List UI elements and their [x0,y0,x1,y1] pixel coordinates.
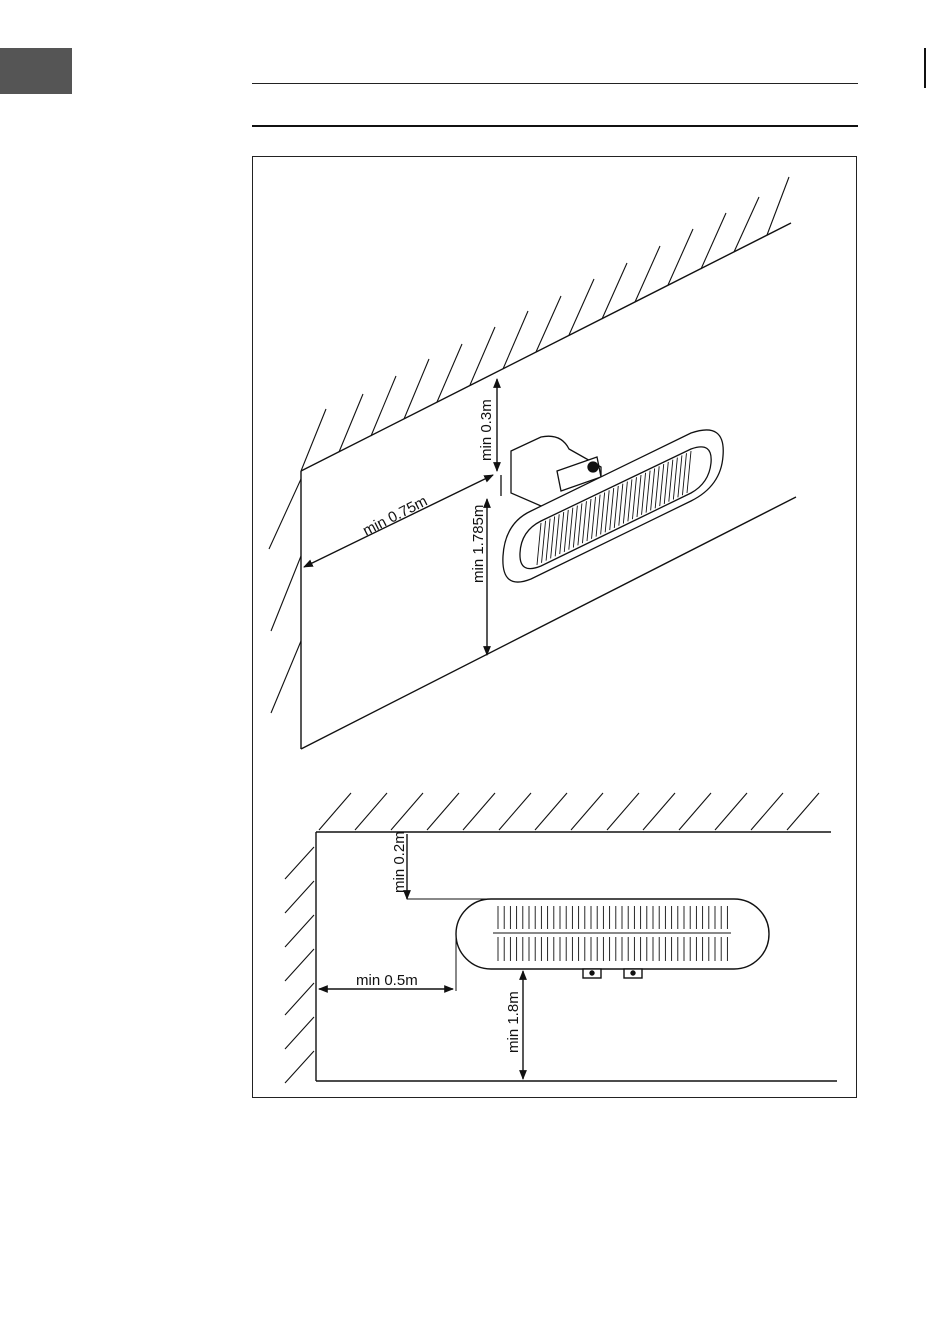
label-top-ceiling: min 0.3m [478,399,495,461]
perspective-view [269,177,796,749]
front-wall-hatching [285,847,314,1083]
label-top-floor: min 1.785m [470,505,487,583]
language-tab [0,48,72,94]
front-view [285,793,837,1083]
header-rule-thin [252,83,858,84]
label-front-side: min 0.5m [356,972,418,989]
ceiling-hatching [301,177,789,471]
label-front-floor: min 1.8m [505,991,522,1053]
header-rule-thick [252,125,858,127]
label-top-side: min 0.75m [360,493,430,540]
heater-front-body [456,899,769,969]
front-ceiling-hatching [319,793,819,830]
installation-diagram: min 0.3m min 0.75m min 1.785m min 0.2m m… [252,156,857,1098]
side-wall-hatching [269,479,301,713]
label-front-ceiling: min 0.2m [391,831,408,893]
crop-mark [924,48,926,88]
